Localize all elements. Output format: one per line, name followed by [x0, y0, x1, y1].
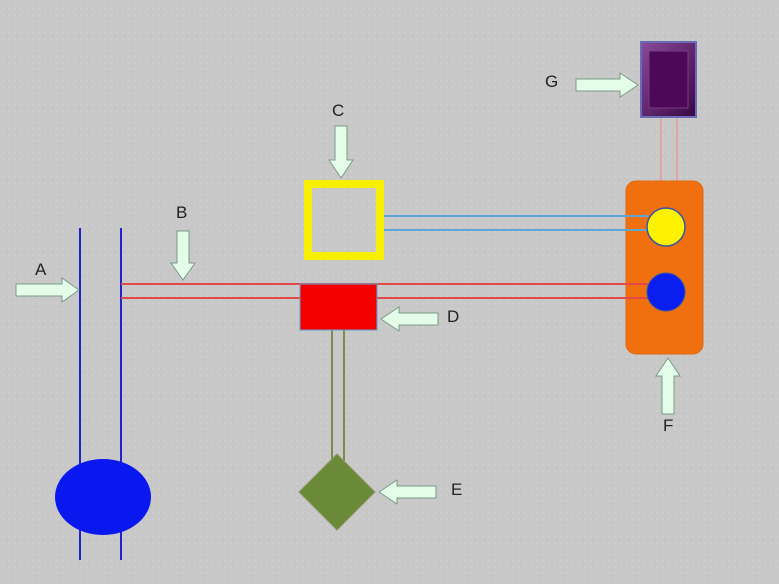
label-b: B [176, 203, 187, 222]
green-diamond [298, 453, 376, 531]
yellow-circle [646, 207, 686, 247]
arrow-d [380, 306, 439, 332]
arrow-e [378, 479, 437, 505]
arrow-b [170, 230, 196, 281]
label-f: F [663, 416, 673, 435]
label-c: C [332, 101, 344, 120]
label-a: A [35, 260, 47, 279]
label-g: G [545, 72, 558, 91]
orange-panel [625, 180, 704, 355]
label-e: E [451, 480, 462, 499]
arrow-f [655, 357, 681, 415]
purple-box-inner [648, 50, 689, 109]
arrow-a [15, 277, 80, 303]
yellow-frame [304, 180, 384, 260]
arrow-c [328, 125, 354, 179]
blue-circle [646, 272, 686, 312]
blue-ellipse [55, 459, 151, 535]
arrow-g [575, 72, 639, 98]
label-d: D [447, 307, 459, 326]
red-box [299, 283, 378, 331]
